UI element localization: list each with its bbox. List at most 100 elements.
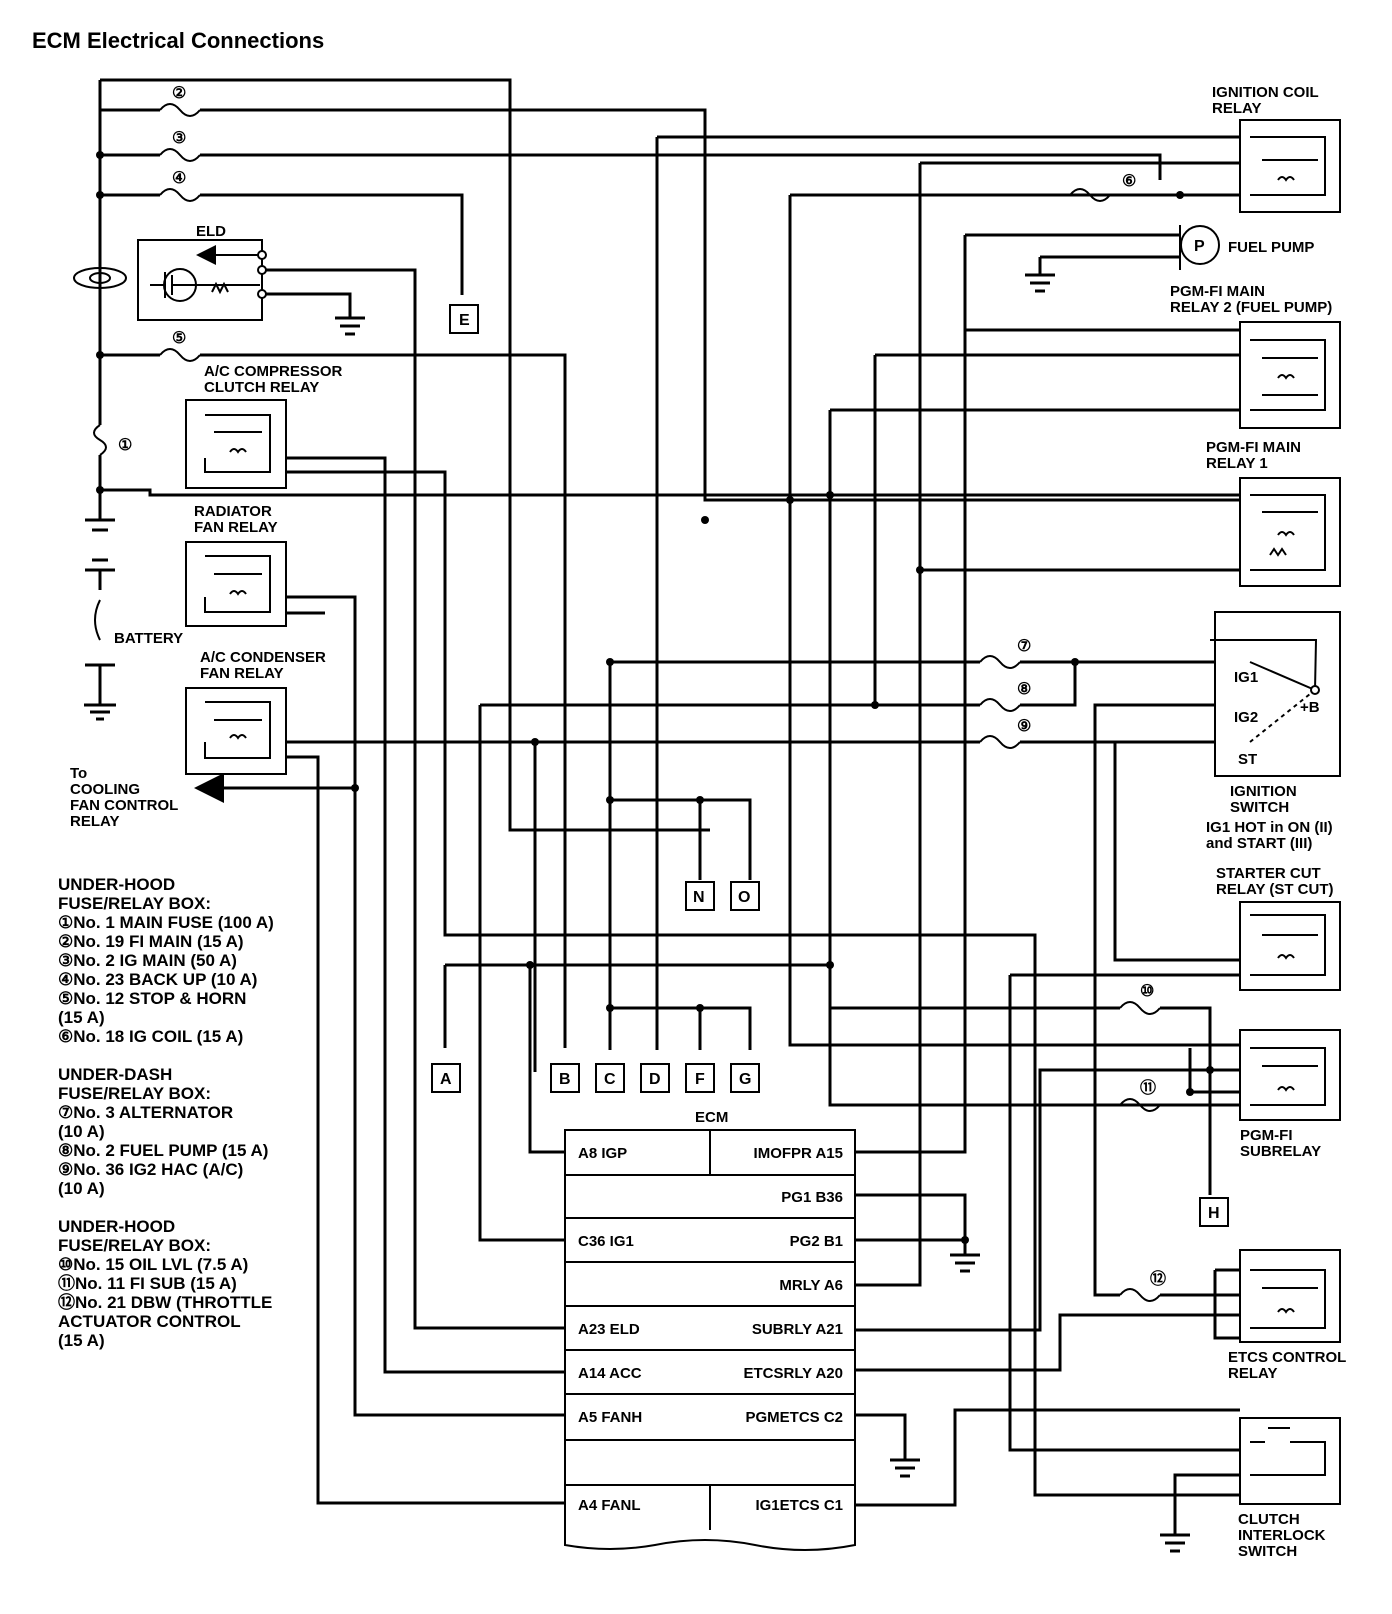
svg-text:IG1ETCS C1: IG1ETCS C1 bbox=[755, 1497, 843, 1514]
svg-text:③No. 2 IG MAIN (50 A): ③No. 2 IG MAIN (50 A) bbox=[58, 951, 237, 970]
battery-icon bbox=[84, 518, 116, 721]
page-title: ECM Electrical Connections bbox=[32, 28, 324, 53]
svg-text:RELAY: RELAY bbox=[70, 813, 119, 830]
svg-text:④No. 23 BACK UP (10 A): ④No. 23 BACK UP (10 A) bbox=[58, 970, 257, 989]
svg-text:A5 FANH: A5 FANH bbox=[578, 1409, 642, 1426]
svg-text:PGM-FI MAIN: PGM-FI MAIN bbox=[1170, 283, 1265, 300]
svg-text:⑤No. 12 STOP & HORN: ⑤No. 12 STOP & HORN bbox=[58, 989, 246, 1008]
svg-text:FAN RELAY: FAN RELAY bbox=[194, 519, 278, 536]
svg-text:FUSE/RELAY BOX:: FUSE/RELAY BOX: bbox=[58, 894, 211, 913]
eld-label: ELD bbox=[196, 223, 226, 240]
svg-text:C36 IG1: C36 IG1 bbox=[578, 1233, 634, 1250]
svg-text:②: ② bbox=[172, 85, 186, 102]
svg-text:ETCS CONTROL: ETCS CONTROL bbox=[1228, 1349, 1346, 1366]
svg-text:⑥No. 18 IG COIL (15 A): ⑥No. 18 IG COIL (15 A) bbox=[58, 1027, 243, 1046]
svg-text:⑧No. 2 FUEL PUMP (15 A): ⑧No. 2 FUEL PUMP (15 A) bbox=[58, 1141, 268, 1160]
cooling-fan-note: To COOLING FAN CONTROL RELAY bbox=[70, 765, 178, 830]
svg-text:③: ③ bbox=[172, 130, 186, 147]
ignition-coil-relay bbox=[1239, 119, 1341, 213]
wires bbox=[94, 78, 1250, 1535]
svg-text:⑨: ⑨ bbox=[1017, 718, 1031, 735]
svg-text:IG1: IG1 bbox=[1234, 669, 1258, 686]
svg-text:PGMETCS C2: PGMETCS C2 bbox=[745, 1409, 843, 1426]
svg-text:N: N bbox=[693, 889, 705, 906]
svg-text:F: F bbox=[695, 1071, 705, 1088]
svg-text:CLUTCH: CLUTCH bbox=[1238, 1511, 1300, 1528]
pgmfi-main-relay1 bbox=[1239, 477, 1341, 587]
fuses bbox=[93, 103, 1161, 1302]
radiator-fan-relay bbox=[185, 541, 287, 627]
ecm-block bbox=[564, 1129, 856, 1551]
svg-text:⑪: ⑪ bbox=[1140, 1078, 1156, 1097]
svg-text:①: ① bbox=[118, 437, 132, 454]
svg-text:ACTUATOR CONTROL: ACTUATOR CONTROL bbox=[58, 1312, 241, 1331]
svg-text:A: A bbox=[440, 1071, 452, 1088]
svg-text:C: C bbox=[604, 1071, 616, 1088]
ac-condenser-relay bbox=[185, 687, 287, 775]
svg-text:⑥: ⑥ bbox=[1122, 173, 1136, 190]
svg-text:SWITCH: SWITCH bbox=[1230, 799, 1289, 816]
svg-text:G: G bbox=[739, 1071, 751, 1088]
svg-text:+B: +B bbox=[1300, 699, 1320, 716]
svg-text:⑨No. 36 IG2 HAC (A/C): ⑨No. 36 IG2 HAC (A/C) bbox=[58, 1160, 243, 1179]
svg-text:②No. 19 FI MAIN (15 A): ②No. 19 FI MAIN (15 A) bbox=[58, 932, 244, 951]
svg-text:RELAY (ST CUT): RELAY (ST CUT) bbox=[1216, 881, 1334, 898]
fuel-pump-icon bbox=[1179, 225, 1220, 270]
svg-text:IG1 HOT in ON (II): IG1 HOT in ON (II) bbox=[1206, 819, 1333, 836]
svg-text:MRLY A6: MRLY A6 bbox=[779, 1277, 843, 1294]
svg-text:UNDER-HOOD: UNDER-HOOD bbox=[58, 875, 175, 894]
svg-text:⑫No. 21 DBW (THROTTLE: ⑫No. 21 DBW (THROTTLE bbox=[58, 1292, 272, 1312]
svg-text:A14 ACC: A14 ACC bbox=[578, 1365, 642, 1382]
svg-text:H: H bbox=[1208, 1205, 1220, 1222]
svg-text:ST: ST bbox=[1238, 751, 1257, 768]
svg-text:INTERLOCK: INTERLOCK bbox=[1238, 1527, 1326, 1544]
svg-text:SWITCH: SWITCH bbox=[1238, 1543, 1297, 1560]
svg-text:⑩No. 15 OIL LVL (7.5 A): ⑩No. 15 OIL LVL (7.5 A) bbox=[58, 1255, 248, 1274]
svg-text:FUEL PUMP: FUEL PUMP bbox=[1228, 239, 1314, 256]
svg-text:BATTERY: BATTERY bbox=[114, 630, 183, 647]
legend: UNDER-HOOD FUSE/RELAY BOX: ①No. 1 MAIN F… bbox=[58, 875, 274, 1350]
current-sensor-icon bbox=[73, 267, 127, 289]
svg-text:IMOFPR A15: IMOFPR A15 bbox=[754, 1145, 843, 1162]
svg-text:PG2 B1: PG2 B1 bbox=[790, 1233, 843, 1250]
ignition-switch bbox=[1210, 611, 1341, 777]
svg-text:E: E bbox=[459, 312, 470, 329]
svg-text:SUBRLY A21: SUBRLY A21 bbox=[752, 1321, 843, 1338]
svg-text:RELAY: RELAY bbox=[1212, 100, 1261, 117]
svg-text:⑤: ⑤ bbox=[172, 330, 186, 347]
svg-text:UNDER-DASH: UNDER-DASH bbox=[58, 1065, 172, 1084]
fuse-numbers: ① ② ③ ④ ⑤ ⑥ ⑦ ⑧ ⑨ ⑩ ⑪ ⑫ bbox=[118, 85, 1166, 1288]
svg-text:A4 FANL: A4 FANL bbox=[578, 1497, 641, 1514]
ignition-switch-terminals: IG1 IG2 ST +B bbox=[1234, 669, 1320, 768]
svg-text:⑦No. 3 ALTERNATOR: ⑦No. 3 ALTERNATOR bbox=[58, 1103, 233, 1122]
ecm-left-pins: A8 IGP C36 IG1 A23 ELD A14 ACC A5 FANH A… bbox=[578, 1145, 642, 1514]
svg-text:IG2: IG2 bbox=[1234, 709, 1258, 726]
svg-text:IGNITION: IGNITION bbox=[1230, 783, 1297, 800]
svg-text:A/C COMPRESSOR: A/C COMPRESSOR bbox=[204, 363, 343, 380]
svg-text:A23 ELD: A23 ELD bbox=[578, 1321, 640, 1338]
svg-text:To: To bbox=[70, 765, 87, 782]
pgmfi-main-relay2 bbox=[1239, 321, 1341, 429]
svg-text:(15 A): (15 A) bbox=[58, 1331, 105, 1350]
starter-cut-relay bbox=[1239, 901, 1341, 991]
ecm-label: ECM bbox=[695, 1109, 728, 1126]
ignition-switch-label: IGNITION SWITCH IG1 HOT in ON (II) and S… bbox=[1206, 783, 1333, 852]
junction-dots bbox=[96, 151, 1214, 1244]
eld-box bbox=[137, 239, 263, 321]
svg-text:D: D bbox=[649, 1071, 661, 1088]
eld-terminals bbox=[257, 250, 267, 299]
etcs-relay bbox=[1239, 1249, 1341, 1343]
svg-text:FAN CONTROL: FAN CONTROL bbox=[70, 797, 178, 814]
svg-text:and START (III): and START (III) bbox=[1206, 835, 1312, 852]
svg-text:A8 IGP: A8 IGP bbox=[578, 1145, 627, 1162]
svg-text:(15 A): (15 A) bbox=[58, 1008, 105, 1027]
connector-boxes bbox=[431, 304, 1229, 1227]
svg-text:⑩: ⑩ bbox=[1140, 983, 1154, 1000]
fuel-pump-symbol: P bbox=[1194, 238, 1205, 255]
pgmfi-subrelay bbox=[1239, 1029, 1341, 1121]
svg-text:⑧: ⑧ bbox=[1017, 681, 1031, 698]
svg-text:RELAY: RELAY bbox=[1228, 1365, 1277, 1382]
svg-text:⑫: ⑫ bbox=[1150, 1269, 1166, 1288]
svg-text:FUSE/RELAY BOX:: FUSE/RELAY BOX: bbox=[58, 1236, 211, 1255]
svg-text:①No. 1 MAIN FUSE (100 A): ①No. 1 MAIN FUSE (100 A) bbox=[58, 913, 274, 932]
